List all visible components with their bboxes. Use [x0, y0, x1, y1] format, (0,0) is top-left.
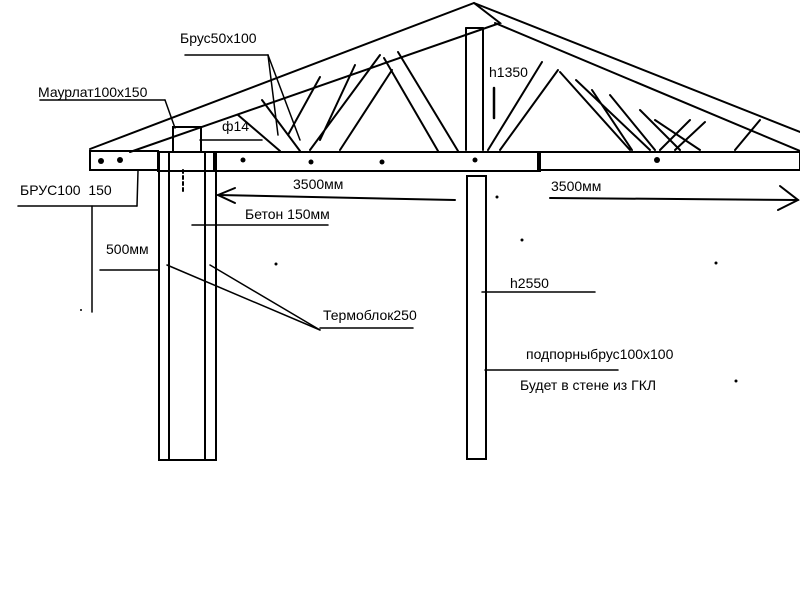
- label-rod: ф14: [222, 118, 249, 134]
- label-span-right: 3500мм: [551, 178, 601, 194]
- bolt-dots: [80, 157, 738, 383]
- web-center-left: [383, 51, 459, 152]
- right-rafter: [473, 2, 800, 152]
- bolt-dot: [520, 238, 524, 242]
- label-brus-beam: БРУС100 150: [20, 182, 112, 198]
- king-post: [465, 27, 496, 151]
- label-brus-rafter: Брус50х100: [180, 30, 257, 46]
- bolt-dot: [117, 157, 123, 163]
- bolt-dot: [274, 262, 278, 266]
- bolt-dot: [240, 157, 246, 163]
- web-right: [559, 71, 701, 151]
- support-post: [466, 175, 487, 460]
- wall-inner: [168, 151, 206, 461]
- wall-outer: [158, 151, 217, 461]
- web-center-right: [487, 61, 559, 151]
- bolt-dot: [308, 159, 314, 165]
- truss-web: [237, 51, 761, 152]
- label-thermoblock: Термоблок250: [323, 307, 417, 323]
- bottom-beam-right: [537, 151, 800, 171]
- label-post-height: h2550: [510, 275, 549, 291]
- bolt-dot: [379, 159, 385, 165]
- label-height-500: 500мм: [106, 241, 149, 257]
- web-far-right: [659, 119, 761, 151]
- labels: Брус50х100 Маурлат100х150 ф14 БРУС100 15…: [20, 30, 674, 393]
- label-mauerlat: Маурлат100х150: [38, 84, 148, 100]
- bottom-chord: [89, 150, 800, 172]
- dimension-left: [215, 187, 456, 204]
- bolt-dot: [80, 309, 82, 311]
- bolt-dot: [714, 261, 718, 265]
- label-gkl-note: Будет в стене из ГКЛ: [520, 377, 656, 393]
- bolt-dot: [495, 195, 499, 199]
- dimension-right: [549, 185, 800, 211]
- leader-lines: [17, 54, 619, 371]
- rod-box: [159, 126, 203, 193]
- bolt-dot: [98, 158, 104, 164]
- label-ridge-height: h1350: [489, 64, 528, 80]
- wall: [158, 151, 217, 461]
- label-concrete: Бетон 150мм: [245, 206, 330, 222]
- label-support-beam: подпорныбрус100х100: [526, 346, 674, 362]
- left-rafter: [89, 1, 503, 153]
- web-left: [237, 54, 393, 152]
- label-span-left: 3500мм: [293, 176, 343, 192]
- bolt-dot: [472, 157, 478, 163]
- bolt-dot: [654, 157, 660, 163]
- bolt-dot: [734, 379, 738, 383]
